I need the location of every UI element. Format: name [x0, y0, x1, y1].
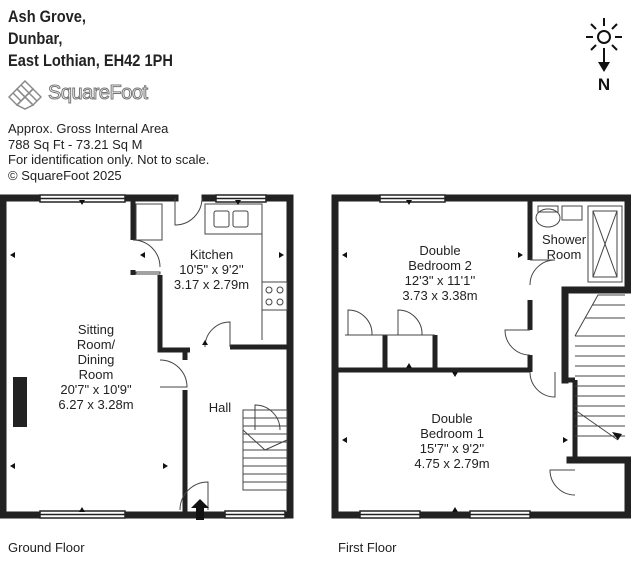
first-floor-label: First Floor [338, 540, 397, 555]
kitchen-dimensions-metric: 3.17 x 2.79m [173, 277, 250, 292]
sun-compass-icon: N [586, 18, 622, 94]
room-label-bedroom-1: Double Bedroom 1 15'7" x 9'2'' 4.75 x 2.… [392, 411, 512, 471]
bedroom2-dimensions-metric: 3.73 x 3.38m [402, 288, 478, 303]
bedroom1-label-line-2: Bedroom 1 [420, 426, 484, 441]
ground-floor-label: Ground Floor [8, 540, 85, 555]
sitting-dimensions-metric: 6.27 x 3.28m [58, 397, 134, 412]
room-label-bedroom-2: Double Bedroom 2 12'3" x 11'1'' 3.73 x 3… [380, 243, 500, 303]
copyright-text: © SquareFoot 2025 [8, 167, 122, 183]
sitting-label-line-4: Room [78, 367, 114, 382]
fireplace [13, 377, 27, 427]
address-line-1: Ash Grove, [8, 7, 87, 26]
bedroom2-label-line-2: Bedroom 2 [408, 258, 472, 273]
room-label-kitchen: Kitchen 10'5" x 9'2'' 3.17 x 2.79m [154, 247, 269, 292]
ground-floor-plan [0, 194, 294, 520]
bedroom2-label-line-1: Double [419, 243, 461, 258]
sitting-label-line-3: Dining [77, 352, 115, 367]
squarefoot-logo-icon [7, 79, 43, 110]
area-info-size: 788 Sq Ft - 73.21 Sq M [8, 136, 143, 152]
bedroom1-dimensions-metric: 4.75 x 2.79m [414, 456, 490, 471]
hall-label: Hall [208, 400, 232, 415]
bedroom1-dimensions-imperial: 15'7" x 9'2'' [419, 441, 485, 456]
area-info: Approx. Gross Internal Area 788 Sq Ft - … [8, 121, 209, 183]
room-label-sitting-dining: Sitting Room/ Dining Room 20'7" x 10'9" … [36, 322, 156, 412]
bedroom1-label-line-1: Double [431, 411, 473, 426]
area-info-disclaimer: For identification only. Not to scale. [8, 152, 210, 167]
property-address: Ash Grove, Dunbar, East Lothian, EH42 1P… [8, 6, 173, 72]
compass: N [578, 6, 628, 96]
bedroom2-dimensions-imperial: 12'3" x 11'1'' [404, 273, 476, 288]
logo-text: SquareFoot [48, 82, 149, 105]
sitting-dimensions-imperial: 20'7" x 10'9" [60, 382, 132, 397]
first-floor-plan [331, 194, 631, 519]
shower-label-line-1: Shower [541, 232, 587, 247]
room-label-shower: Shower Room [537, 232, 591, 262]
squarefoot-logo: SquareFoot [7, 79, 158, 110]
address-line-3: East Lothian, EH42 1PH [8, 51, 173, 70]
north-label: N [598, 75, 610, 94]
sitting-label-line-1: Sitting [77, 322, 115, 337]
address-line-2: Dunbar, [8, 29, 63, 48]
sitting-label-line-2: Room/ [76, 337, 116, 352]
shower-label-line-2: Room [546, 247, 582, 262]
kitchen-dimensions-imperial: 10'5" x 9'2'' [179, 262, 244, 277]
area-info-title: Approx. Gross Internal Area [8, 121, 169, 136]
entrance-arrow-icon [191, 499, 209, 520]
kitchen-label: Kitchen [189, 247, 234, 262]
room-label-hall: Hall [200, 400, 240, 415]
